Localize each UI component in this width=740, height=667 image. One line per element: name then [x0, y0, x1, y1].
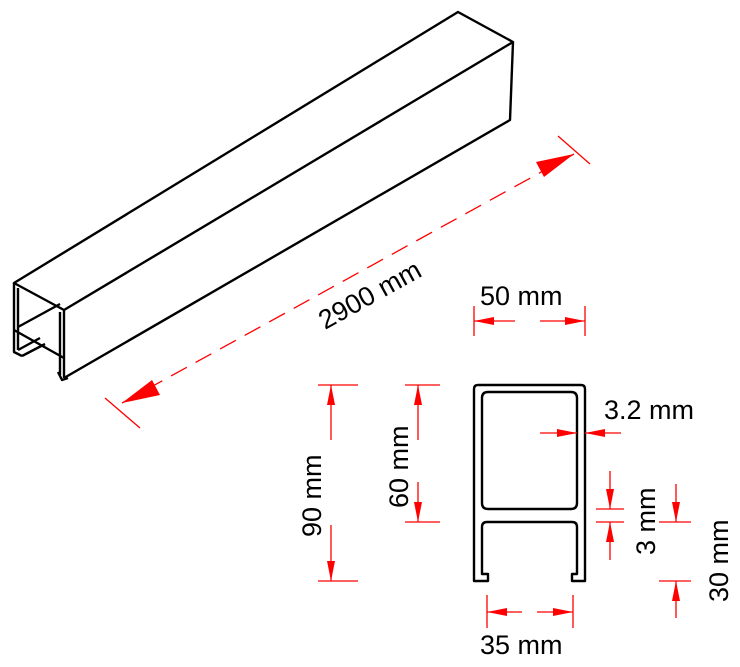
dimension-width: 50 mm — [473, 281, 586, 336]
width-label: 50 mm — [480, 281, 563, 311]
beam-isometric — [12, 10, 515, 382]
upper-height-label: 60 mm — [384, 425, 414, 508]
wall-label: 3.2 mm — [604, 395, 694, 425]
opening-label: 35 mm — [480, 630, 563, 660]
dimension-wall: 3.2 mm — [540, 395, 694, 437]
total-height-label: 90 mm — [297, 454, 327, 537]
web-label: 3 mm — [631, 488, 661, 556]
dimension-total-height: 90 mm — [297, 384, 358, 582]
lower-height-label: 30 mm — [704, 519, 734, 602]
dimension-opening: 35 mm — [480, 595, 574, 660]
dimension-lower-height: 30 mm — [659, 484, 734, 618]
profile-section — [472, 383, 587, 583]
dimension-web: 3 mm — [596, 471, 661, 560]
dimension-upper-height: 60 mm — [384, 384, 440, 523]
